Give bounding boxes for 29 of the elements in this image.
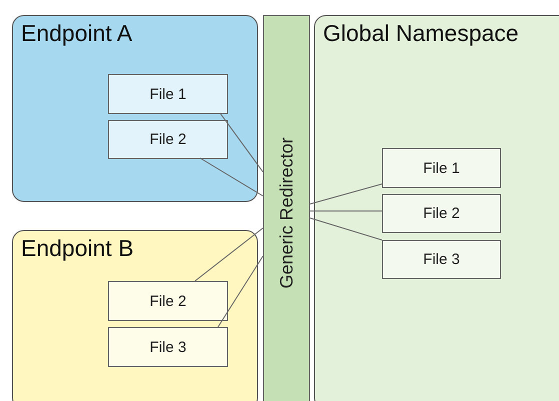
file-label: File 3 — [423, 251, 460, 268]
file-box — [108, 327, 228, 367]
connector-line — [220, 112, 264, 172]
file-box — [382, 194, 501, 233]
connector-line — [310, 210, 382, 212]
redirector-label: Generic Redirector — [276, 136, 297, 288]
file-label: File 2 — [150, 292, 186, 310]
connector-line — [310, 218, 382, 240]
group-panel — [12, 230, 258, 401]
file-label: File 3 — [150, 338, 186, 356]
connector-line — [218, 256, 264, 328]
file-label: File 1 — [423, 160, 460, 176]
file-box — [108, 74, 228, 114]
connector-line — [200, 158, 264, 196]
group-heading: Endpoint B — [21, 235, 134, 262]
connector-line — [310, 184, 382, 204]
file-box — [108, 120, 228, 159]
group-heading: Global Namespace — [323, 20, 519, 47]
group-panel — [12, 15, 258, 202]
group-panel — [314, 15, 559, 401]
redirector-bar — [263, 15, 310, 401]
file-label: File 2 — [423, 205, 460, 222]
file-box — [108, 281, 228, 321]
connector-line — [194, 228, 264, 282]
file-box — [382, 240, 501, 279]
file-label: File 2 — [150, 131, 186, 148]
group-heading: Endpoint A — [21, 20, 132, 47]
file-label: File 1 — [150, 86, 186, 102]
file-box — [382, 148, 501, 188]
